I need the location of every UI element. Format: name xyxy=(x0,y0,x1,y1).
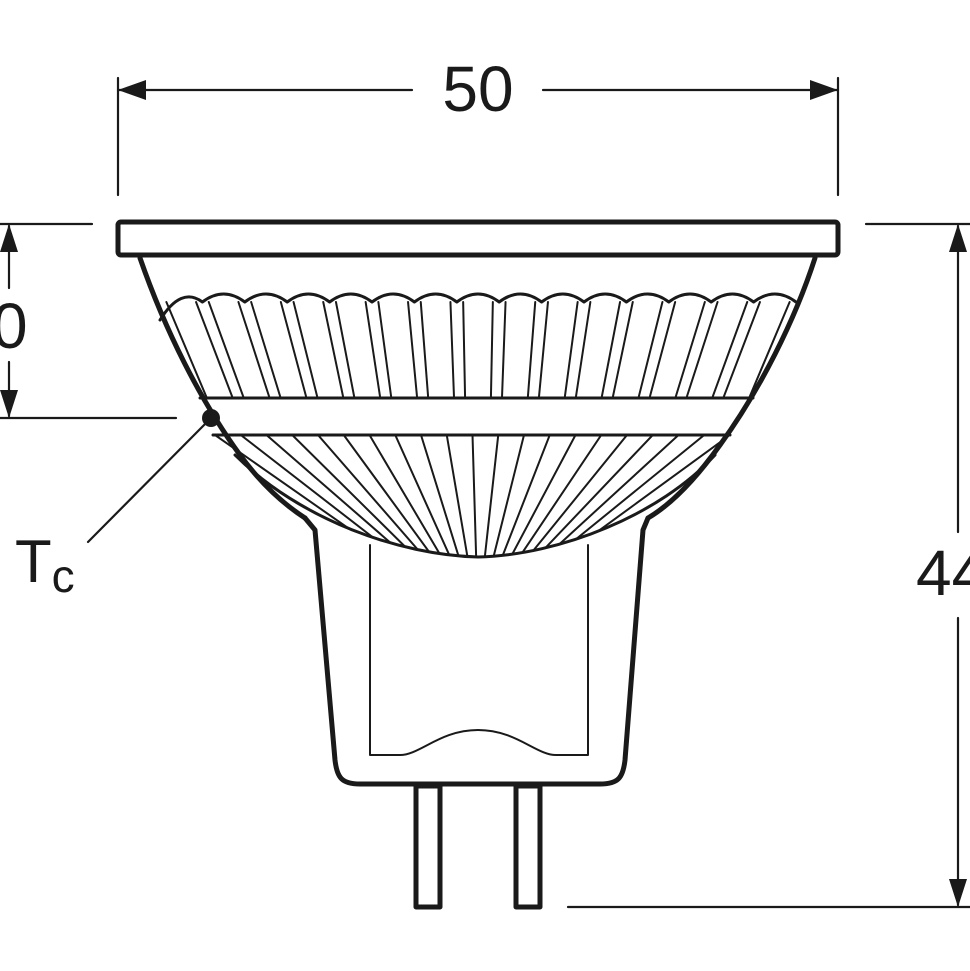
facet-line xyxy=(207,301,245,398)
tc-label-main: T xyxy=(15,528,52,595)
facet-line xyxy=(407,301,419,398)
facet-line xyxy=(471,435,478,557)
reflector-scallops xyxy=(158,292,798,322)
facet-line xyxy=(637,301,664,398)
facet-line xyxy=(291,435,420,557)
facet-line xyxy=(711,301,749,398)
left-height-value: 0 xyxy=(0,290,28,362)
facet-line xyxy=(563,301,579,398)
right-arrow-bottom xyxy=(949,879,967,907)
lamp-base-inner xyxy=(369,544,589,756)
facet-line xyxy=(342,435,437,557)
width-arrow-left xyxy=(118,80,146,100)
facet-line xyxy=(574,301,592,398)
facet-line xyxy=(449,301,456,398)
reflector-bottom-edge xyxy=(233,453,717,559)
tc-measurement-point: Tc xyxy=(15,409,220,602)
reflector-facets-upper xyxy=(165,301,791,398)
facet-line xyxy=(195,301,234,398)
facet-line xyxy=(279,301,308,398)
facet-line xyxy=(500,301,507,398)
facet-line xyxy=(368,435,445,557)
reflector-bowl xyxy=(137,255,308,521)
tc-leader-line xyxy=(86,416,213,544)
left-arrow-bottom xyxy=(0,390,18,418)
facet-line xyxy=(364,301,382,398)
facet-line xyxy=(239,435,404,557)
facet-line xyxy=(377,301,393,398)
facet-line xyxy=(648,301,677,398)
facet-line xyxy=(526,301,537,398)
right-height-value: 44 xyxy=(916,537,970,609)
right-height-dimension: 44 xyxy=(566,222,970,909)
facet-line xyxy=(265,435,412,557)
left-height-dimension: 0 xyxy=(0,222,178,420)
facet-line xyxy=(532,435,654,557)
facet-line xyxy=(516,435,603,557)
facet-line xyxy=(524,435,628,557)
facet-line xyxy=(237,301,271,398)
facet-line xyxy=(499,435,551,557)
width-value: 50 xyxy=(442,53,513,125)
width-arrow-right xyxy=(810,80,838,100)
facet-line xyxy=(600,301,622,398)
facet-line xyxy=(611,301,634,398)
facet-line xyxy=(445,435,469,557)
tc-label: Tc xyxy=(15,528,75,602)
facet-line xyxy=(537,301,549,398)
right-arrow-top xyxy=(949,224,967,252)
facet-line xyxy=(165,301,208,398)
facet-line xyxy=(322,301,345,398)
left-arrow-top xyxy=(0,224,18,252)
tc-label-subscript: c xyxy=(52,550,75,602)
facet-line xyxy=(420,435,461,557)
facet-line xyxy=(317,435,428,557)
facet-line xyxy=(489,301,494,398)
facet-line xyxy=(250,301,282,398)
facet-line xyxy=(541,435,680,557)
facet-line xyxy=(334,301,356,398)
facet-line xyxy=(491,435,525,557)
facet-line xyxy=(508,435,577,557)
facet-line xyxy=(292,301,319,398)
facet-line xyxy=(214,435,395,557)
facet-line xyxy=(685,301,719,398)
lamp-rim xyxy=(115,219,841,258)
facet-line xyxy=(394,435,453,557)
lamp-body xyxy=(115,219,841,910)
facet-line xyxy=(722,301,761,398)
facet-line xyxy=(674,301,706,398)
facet-line xyxy=(419,301,430,398)
facet-line xyxy=(483,435,500,557)
facet-line xyxy=(748,301,791,398)
facet-line xyxy=(462,301,467,398)
width-dimension: 50 xyxy=(116,53,840,197)
pin-right xyxy=(513,783,543,910)
reflector-facets-lower xyxy=(214,435,730,557)
lamp-base-housing xyxy=(302,515,651,787)
pin-left xyxy=(413,783,443,910)
